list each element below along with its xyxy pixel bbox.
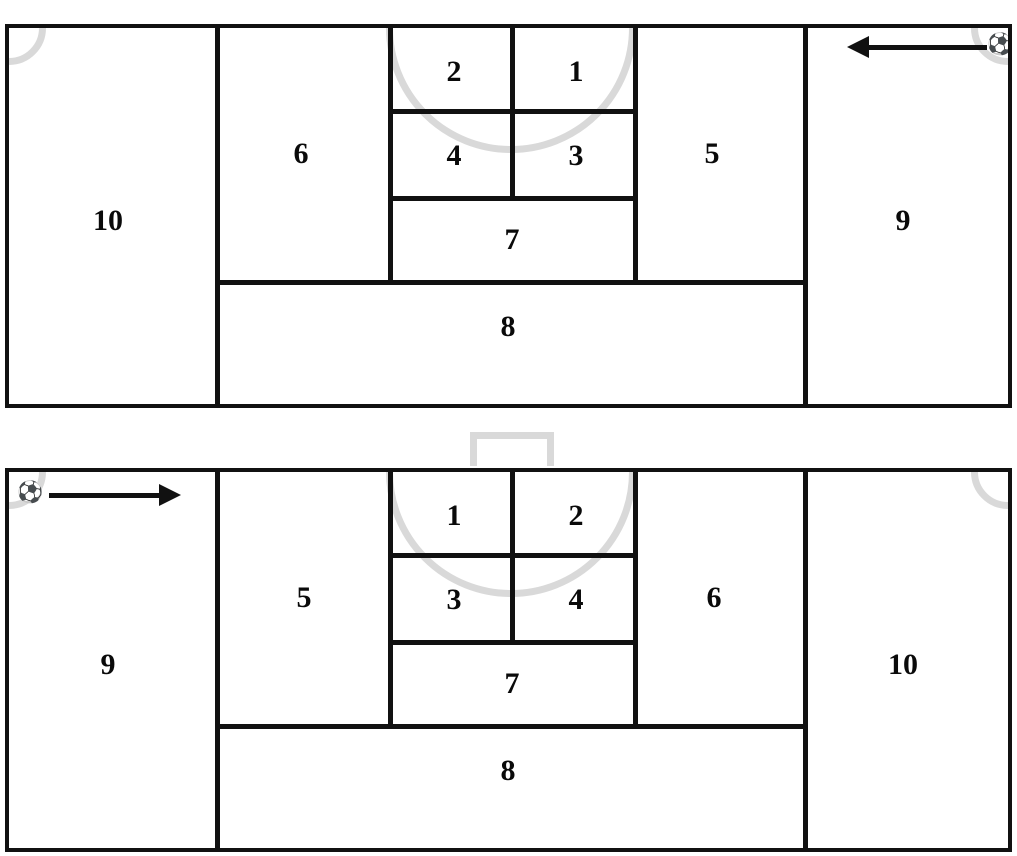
soccer-ball-icon: ⚽ bbox=[987, 32, 1008, 56]
corner-arc-top-right-icon bbox=[971, 472, 1008, 509]
top-pitch: ⚽ 10 6 2 1 4 3 5 7 8 9 bbox=[5, 24, 1012, 408]
zone-label-6: 6 bbox=[706, 581, 722, 614]
zone-label-7: 7 bbox=[504, 667, 520, 700]
goal-frame-icon bbox=[470, 432, 554, 466]
zone-label-2: 2 bbox=[568, 499, 584, 532]
zone-label-5: 5 bbox=[296, 581, 312, 614]
zone-divider-v-right-outer bbox=[803, 28, 808, 404]
zone-divider-v-box-right bbox=[633, 28, 638, 280]
zone-label-9: 9 bbox=[100, 648, 116, 681]
zone-divider-h-row2 bbox=[388, 196, 638, 201]
top-pitch-inner: ⚽ 10 6 2 1 4 3 5 7 8 9 bbox=[9, 28, 1008, 404]
zone-label-4: 4 bbox=[446, 139, 462, 172]
soccer-ball-icon: ⚽ bbox=[17, 480, 44, 504]
zone-divider-v-box-left bbox=[388, 28, 393, 280]
zone-label-10: 10 bbox=[93, 204, 123, 237]
zone-divider-v-left-outer bbox=[215, 472, 220, 848]
zone-label-4: 4 bbox=[568, 583, 584, 616]
zone-label-3: 3 bbox=[446, 583, 462, 616]
zone-label-8: 8 bbox=[500, 310, 516, 343]
zone-label-5: 5 bbox=[704, 137, 720, 170]
arrow-shaft bbox=[49, 493, 163, 498]
zone-label-3: 3 bbox=[568, 139, 584, 172]
penalty-area-line bbox=[215, 724, 808, 729]
bottom-pitch-inner: ⚽ 9 5 1 2 3 4 6 7 8 10 bbox=[9, 472, 1008, 848]
attack-direction-arrow-right bbox=[49, 484, 181, 506]
zone-label-8: 8 bbox=[500, 754, 516, 787]
penalty-area-line bbox=[215, 280, 808, 285]
bottom-pitch: ⚽ 9 5 1 2 3 4 6 7 8 10 bbox=[5, 468, 1012, 852]
arrow-right-icon bbox=[159, 484, 181, 506]
zone-divider-v-box-right bbox=[633, 472, 638, 724]
zone-label-1: 1 bbox=[568, 55, 584, 88]
zone-divider-v-center bbox=[510, 28, 515, 200]
zone-label-2: 2 bbox=[446, 55, 462, 88]
zone-label-10: 10 bbox=[888, 648, 918, 681]
zone-divider-v-right-outer bbox=[803, 472, 808, 848]
arrow-shaft bbox=[865, 45, 987, 50]
zone-label-1: 1 bbox=[446, 499, 462, 532]
zone-divider-v-center bbox=[510, 472, 515, 644]
zone-label-9: 9 bbox=[895, 204, 911, 237]
arrow-left-icon bbox=[847, 36, 869, 58]
zone-divider-h-row1 bbox=[388, 553, 638, 558]
attack-direction-arrow-left bbox=[847, 36, 987, 58]
zone-label-7: 7 bbox=[504, 223, 520, 256]
zone-label-6: 6 bbox=[293, 137, 309, 170]
zone-divider-h-row1 bbox=[388, 109, 638, 114]
zone-divider-v-left-outer bbox=[215, 28, 220, 404]
zone-divider-v-box-left bbox=[388, 472, 393, 724]
zone-divider-h-row2 bbox=[388, 640, 638, 645]
corner-arc-top-left-icon bbox=[9, 28, 46, 65]
